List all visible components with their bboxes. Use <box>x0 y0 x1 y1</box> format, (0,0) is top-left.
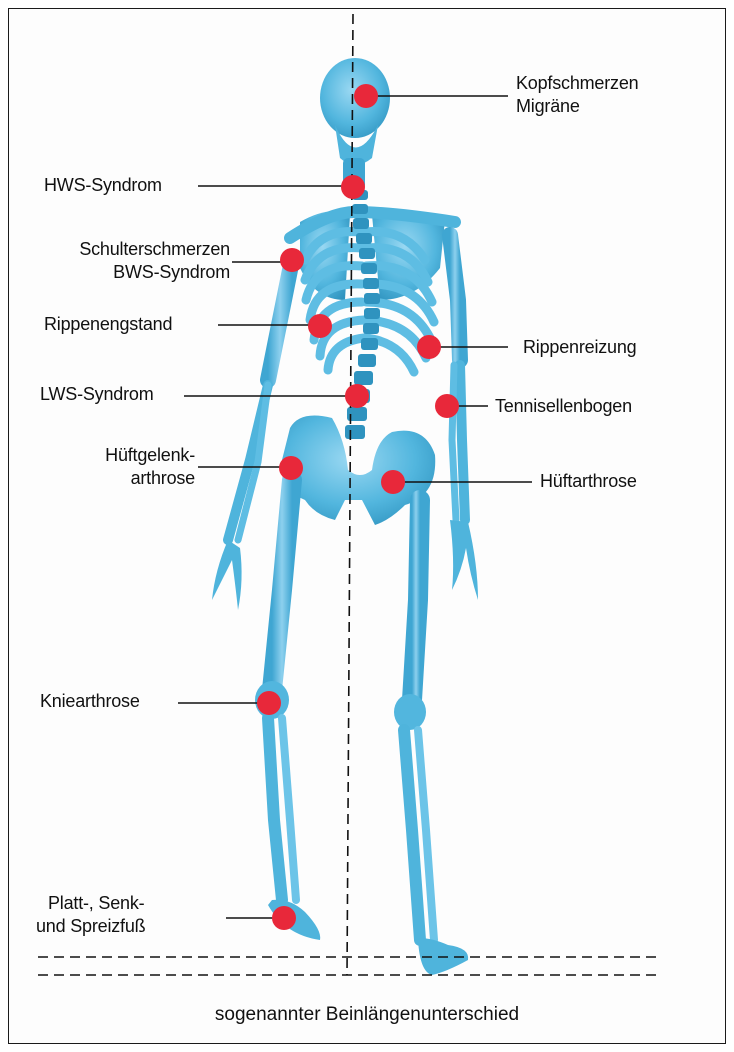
label-hueftgelenk-line2: arthrose <box>40 467 195 490</box>
marker-kopf <box>354 84 378 108</box>
marker-fuss <box>272 906 296 930</box>
label-kniearthrose: Kniearthrose <box>40 690 140 713</box>
marker-hueftarthrose <box>381 470 405 494</box>
label-kopfschmerzen: Kopfschmerzen Migräne <box>516 72 638 118</box>
marker-rippenengstand <box>308 314 332 338</box>
label-rippenreizung-text: Rippenreizung <box>523 336 636 359</box>
label-kopfschmerzen-line1: Kopfschmerzen <box>516 72 638 95</box>
label-rippenengstand-text: Rippenengstand <box>44 313 172 336</box>
marker-hueftgelenk <box>279 456 303 480</box>
label-fuss-line1: Platt-, Senk- <box>36 892 145 915</box>
label-rippenengstand: Rippenengstand <box>44 313 172 336</box>
label-lws-text: LWS-Syndrom <box>40 383 154 406</box>
label-tennisellenbogen: Tennisellenbogen <box>495 395 632 418</box>
right-arm <box>450 235 478 600</box>
label-schulterschmerzen: Schulterschmerzen BWS-Syndrom <box>44 238 230 284</box>
marker-knie <box>257 691 281 715</box>
label-hueftgelenk-line1: Hüftgelenk- <box>40 444 195 467</box>
label-hueftarthrose: Hüftarthrose <box>540 470 637 493</box>
label-hws-text: HWS-Syndrom <box>44 174 162 197</box>
marker-lws <box>345 384 369 408</box>
label-kopfschmerzen-line2: Migräne <box>516 95 638 118</box>
label-schulter-line1: Schulterschmerzen <box>44 238 230 261</box>
label-hueftgelenkarthrose: Hüftgelenk- arthrose <box>40 444 195 490</box>
marker-rippenreizung <box>417 335 441 359</box>
label-lws-syndrom: LWS-Syndrom <box>40 383 154 406</box>
label-fuss: Platt-, Senk- und Spreizfuß <box>36 892 145 938</box>
label-rippenreizung: Rippenreizung <box>523 336 636 359</box>
label-kniearthrose-text: Kniearthrose <box>40 690 140 713</box>
label-hws-syndrom: HWS-Syndrom <box>44 174 162 197</box>
label-tennisellenbogen-text: Tennisellenbogen <box>495 395 632 418</box>
marker-hws <box>341 175 365 199</box>
label-fuss-line2: und Spreizfuß <box>36 915 145 938</box>
label-schulter-line2: BWS-Syndrom <box>44 261 230 284</box>
marker-tennisellenbogen <box>435 394 459 418</box>
marker-schulter <box>280 248 304 272</box>
label-hueftarthrose-text: Hüftarthrose <box>540 470 637 493</box>
caption-beinlaengenunterschied: sogenannter Beinlängenunterschied <box>0 1004 734 1026</box>
